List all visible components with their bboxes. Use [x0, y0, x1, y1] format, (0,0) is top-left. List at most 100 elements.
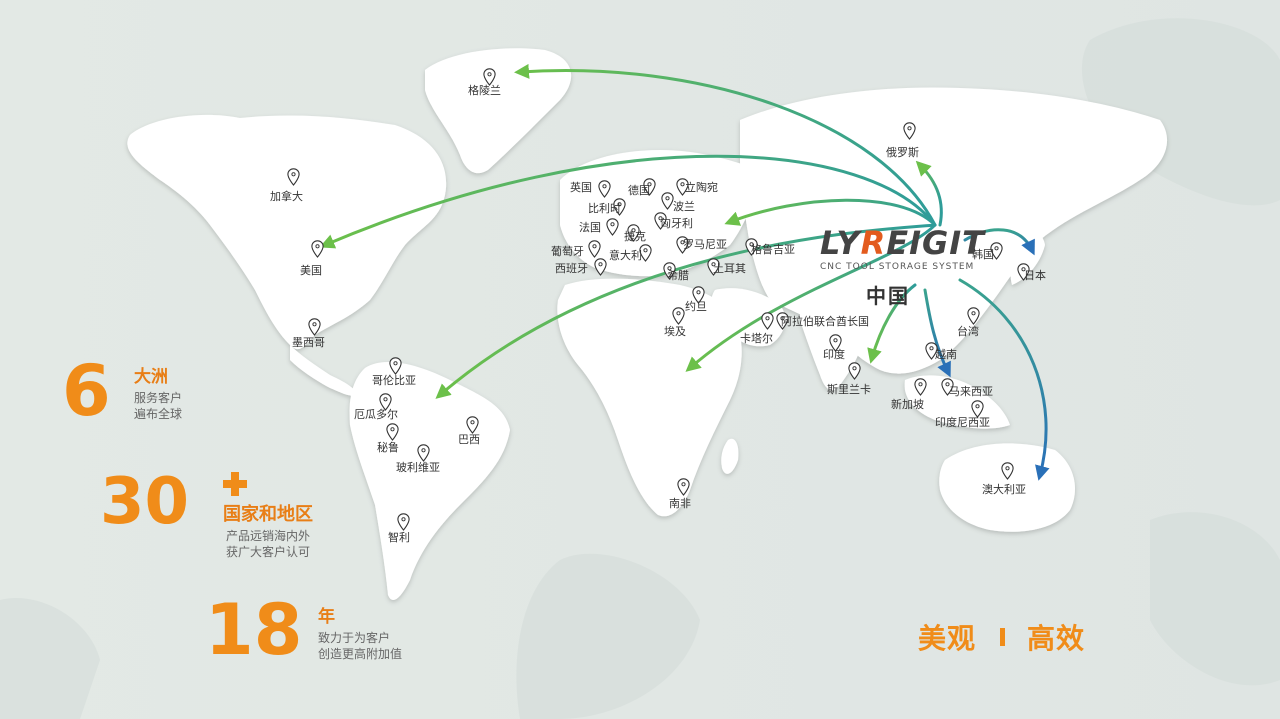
map-pin-icon: [379, 393, 392, 411]
map-pin-icon: [676, 178, 689, 196]
slogan-divider: [1000, 628, 1006, 646]
location-label: 西班牙: [555, 262, 588, 275]
slogan: 美观 高效: [918, 617, 1085, 657]
stat-years-number: 18: [205, 589, 303, 671]
location-label: 玻利维亚: [396, 461, 440, 474]
map-pin-icon: [761, 312, 774, 330]
map-pin-icon: [311, 240, 324, 258]
map-pin-icon: [990, 242, 1003, 260]
map-pin-icon: [639, 244, 652, 262]
map-pin-icon: [483, 68, 496, 86]
location-label: 比利时: [588, 202, 621, 215]
location-label: 斯里兰卡: [827, 383, 871, 396]
location-label: 马来西亚: [949, 385, 993, 398]
location-label: 美国: [300, 264, 322, 277]
map-pin-icon: [598, 180, 611, 198]
location-label: 法国: [579, 221, 601, 234]
logo-wordmark: LYREIGIT: [820, 224, 985, 262]
map-pin-icon: [606, 218, 619, 236]
stat-continents-desc: 服务客户遍布全球: [134, 391, 183, 421]
location-label: 秘鲁: [377, 441, 399, 454]
location-label: 新加坡: [891, 398, 924, 411]
location-label: 加拿大: [270, 190, 303, 203]
location-label: 智利: [388, 531, 410, 544]
map-pin-icon: [663, 262, 676, 280]
map-pin-icon: [588, 240, 601, 258]
location-label: 希腊: [667, 269, 689, 282]
map-pin-icon: [829, 334, 842, 352]
location-label: 立陶宛: [685, 181, 718, 194]
stat-years-title: 年: [318, 607, 335, 627]
map-pin-icon: [308, 318, 321, 336]
map-pin-icon: [389, 357, 402, 375]
map-pin-icon: [848, 362, 861, 380]
map-pin-icon: [903, 122, 916, 140]
location-label: 葡萄牙: [551, 245, 584, 258]
continents: [127, 48, 1168, 600]
location-label: 德国: [628, 184, 650, 197]
map-pin-icon: [1017, 263, 1030, 281]
map-pin-icon: [707, 258, 720, 276]
location-label: 印度: [823, 348, 845, 361]
export-arrows: [319, 63, 1050, 481]
map-pin-icon: [914, 378, 927, 396]
stat-countries-title: 国家和地区: [223, 504, 313, 525]
map-pin-icon: [692, 286, 705, 304]
map-pin-icon: [672, 307, 685, 325]
location-label: 厄瓜多尔: [354, 408, 398, 421]
location-label: 台湾: [957, 325, 979, 338]
logo-subtitle: CNC TOOL STORAGE SYSTEM: [820, 262, 975, 272]
map-pin-icon: [925, 342, 938, 360]
map-pin-icon: [613, 198, 626, 216]
location-label: 日本: [1024, 269, 1046, 282]
stat-continents-number: 6: [62, 350, 111, 432]
slogan-left: 美观: [918, 622, 977, 655]
location-label: 巴西: [458, 433, 480, 446]
map-pin-icon: [1001, 462, 1014, 480]
map-pin-icon: [654, 212, 667, 230]
location-label: 哥伦比亚: [372, 374, 416, 387]
map-pin-icon: [386, 423, 399, 441]
map-pin-icon: [397, 513, 410, 531]
location-label: 捷克: [624, 230, 646, 243]
map-pin-icon: [941, 378, 954, 396]
location-label: 匈牙利: [660, 217, 693, 230]
map-pin-icon: [971, 400, 984, 418]
map-pin-icon: [745, 238, 758, 256]
location-label: 约旦: [685, 300, 707, 313]
map-pin-icon: [677, 478, 690, 496]
location-label: 土耳其: [713, 262, 746, 275]
location-label: 英国: [570, 181, 592, 194]
stat-years-desc: 致力于为客户创造更高附加值: [318, 631, 403, 661]
map-pin-icon: [676, 236, 689, 254]
location-label: 罗马尼亚: [683, 238, 727, 251]
stat-countries-desc: 产品远销海内外获广大客户认可: [226, 529, 311, 559]
location-label: 卡塔尔: [740, 332, 773, 345]
map-pin-icon: [594, 258, 607, 276]
stat-continents-title: 大洲: [134, 367, 168, 387]
location-label: 南非: [669, 497, 691, 510]
location-label: 韩国: [972, 248, 994, 261]
map-pin-icon: [776, 312, 789, 330]
location-label: 格鲁吉亚: [751, 243, 795, 256]
origin-label: 中国: [866, 284, 910, 308]
plus-icon: [223, 472, 247, 496]
map-pin-icon: [967, 307, 980, 325]
slogan-right: 高效: [1027, 622, 1086, 655]
location-label: 格陵兰: [468, 84, 501, 97]
stat-countries-number: 30: [100, 465, 190, 539]
location-label: 印度尼西亚: [935, 416, 990, 429]
map-pin-icon: [466, 416, 479, 434]
map-pin-icon: [643, 178, 656, 196]
map-pin-icon: [661, 192, 674, 210]
map-pin-icon: [627, 224, 640, 242]
location-label: 埃及: [664, 325, 686, 338]
location-label: 波兰: [673, 200, 695, 213]
map-pin-icon: [287, 168, 300, 186]
location-label: 阿拉伯联合酋长国: [781, 315, 869, 328]
map-pin-icon: [417, 444, 430, 462]
location-label: 澳大利亚: [982, 483, 1026, 496]
location-label: 意大利: [609, 249, 642, 262]
